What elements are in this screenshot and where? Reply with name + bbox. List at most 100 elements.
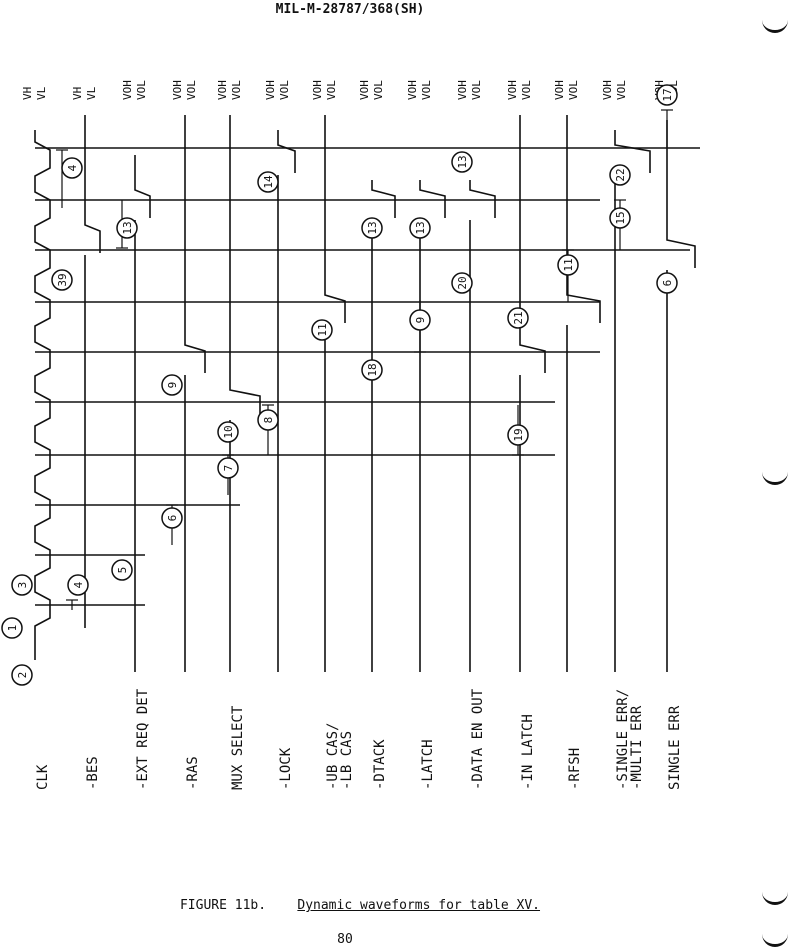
signal-label: -RFSH [567,748,583,790]
level-label: VOH [553,80,566,100]
binding-mark-3 [762,890,788,905]
level-label: VOH [601,80,614,100]
svg-text:9: 9 [414,317,427,324]
svg-text:21: 21 [512,311,525,324]
binding-mark-1 [762,18,788,33]
waveform-transition [371,180,396,218]
figure-label: FIGURE 11b. [179,898,267,913]
level-label: VOL [567,80,580,100]
level-label: VOH [506,80,519,100]
signal-label: -IN LATCH [520,714,536,790]
timing-callout: 22 [609,164,631,186]
signal-waveforms [34,115,696,672]
timing-callout: 7 [217,457,239,479]
timing-callout: 17 [656,84,678,106]
svg-text:7: 7 [222,465,235,472]
svg-text:22: 22 [614,168,627,181]
figure-caption: FIGURE 11b. Dynamic waveforms for table … [0,898,720,913]
svg-text:9: 9 [166,382,179,389]
svg-text:6: 6 [661,280,674,287]
signal-label: -DTACK [372,739,388,790]
timing-callout: 5 [111,559,133,581]
timing-callout: 8 [257,409,279,431]
timing-callout: 9 [161,374,183,396]
level-label: VOL [230,80,243,100]
timing-callout: 11 [557,254,579,276]
timing-callout: 21 [507,307,529,329]
waveform-transition [324,115,346,323]
timing-callout: 1 [1,617,23,639]
svg-text:6: 6 [166,515,179,522]
timing-callout: 11 [311,319,333,341]
level-label: VH [21,87,34,100]
signal-label: -SINGLE ERR/ [615,689,631,790]
waveform-transition [277,130,296,173]
svg-text:17: 17 [661,88,674,101]
timing-callout: 13 [451,151,473,173]
timing-callout: 3 [11,574,33,596]
timing-callout: 39 [51,269,73,291]
figure-title: Dynamic waveforms for table XV. [297,898,541,913]
level-label: VOL [615,80,628,100]
signal-label-2: -MULTI ERR [629,705,645,790]
document-header: MIL-M-28787/368(SH) [275,2,425,17]
svg-text:3: 3 [16,582,29,589]
waveform-transition [84,115,101,253]
signal-label: -DATA EN OUT [470,688,486,790]
svg-text:11: 11 [562,258,575,271]
svg-text:5: 5 [116,567,129,574]
signal-labels: CLK -BES -EXT REQ DET -RAS MUX SELECT -LOCK -U… [35,688,683,790]
clk-waveform [34,130,51,660]
signal-label: -RAS [185,756,201,790]
waveform-transition [666,120,696,268]
timing-callout: 4 [61,157,83,179]
timing-callout: 9 [409,309,431,331]
timing-callout: 13 [409,217,431,239]
signal-label: SINGLE ERR [667,705,683,790]
svg-text:1: 1 [6,625,19,632]
waveform-transition [184,115,206,373]
level-label: VOH [456,80,469,100]
level-label: VOL [135,80,148,100]
svg-text:13: 13 [121,221,134,234]
level-label: VOH [406,80,419,100]
level-label: VOL [470,80,483,100]
binding-mark-2 [762,470,788,485]
page-number: 80 [337,932,353,947]
waveform-transition [229,115,261,418]
timing-callout: 19 [507,424,529,446]
svg-text:2: 2 [16,672,29,679]
signal-label: -LATCH [420,739,436,790]
level-label: VOH [171,80,184,100]
level-label: VOL [420,80,433,100]
signal-label: -EXT REQ DET [135,688,151,790]
timing-callout: 20 [451,272,473,294]
svg-text:39: 39 [56,273,69,286]
waveform-transition [134,155,151,218]
level-label: VOL [372,80,385,100]
timing-callout: 4 [67,574,89,596]
svg-text:13: 13 [414,221,427,234]
signal-label: MUX SELECT [230,705,246,790]
waveform-transition [519,115,546,373]
signal-label: -BES [85,756,101,790]
signal-label: -UB CAS/ [325,723,341,790]
signal-label: -LOCK [278,747,294,790]
waveform-transition [614,130,651,173]
level-label: VOH [358,80,371,100]
svg-text:14: 14 [262,175,275,189]
svg-text:8: 8 [262,417,275,424]
signal-label: CLK [35,764,51,790]
level-label: VL [85,86,98,100]
binding-mark-4 [762,932,788,947]
level-label: VOH [311,80,324,100]
level-label: VOH [121,80,134,100]
svg-text:18: 18 [366,363,379,376]
svg-text:11: 11 [316,323,329,336]
level-label: VOL [325,80,338,100]
level-label: VOH [264,80,277,100]
